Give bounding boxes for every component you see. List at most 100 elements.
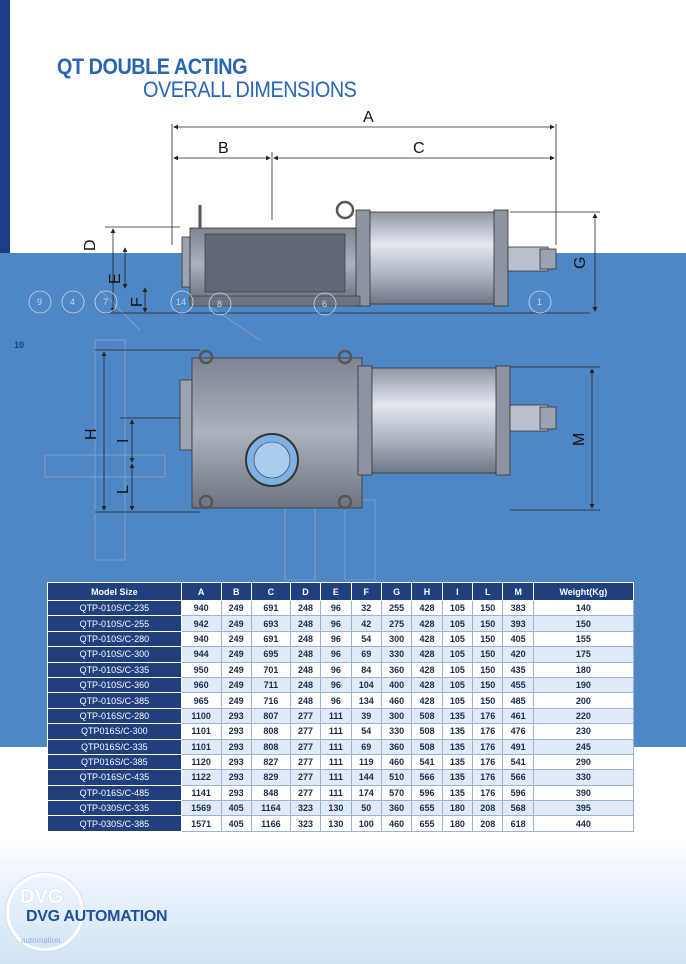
balloon-label: 9 xyxy=(37,297,42,307)
dimension-cell: 428 xyxy=(411,630,443,648)
dimension-cell: 54 xyxy=(350,723,382,740)
dimension-cell: 293 xyxy=(220,769,252,786)
dimension-cell: 150 xyxy=(472,676,504,694)
dimension-cell: 248 xyxy=(289,630,322,648)
dimension-cell: 104 xyxy=(350,676,382,694)
balloon-label: 6 xyxy=(322,299,327,309)
top-view-actuator xyxy=(179,349,557,510)
column-header: M xyxy=(502,582,534,601)
dimension-cell: 944 xyxy=(180,646,222,663)
dimension-cell: 691 xyxy=(250,630,291,648)
dimension-cell: 701 xyxy=(250,661,291,678)
dimension-cell: 176 xyxy=(472,769,504,786)
dim-label-d: D xyxy=(82,239,99,251)
dimension-cell: 1101 xyxy=(180,738,222,755)
dimension-cell: 249 xyxy=(220,676,252,694)
dimension-cell: 180 xyxy=(532,661,635,678)
balloon-label: 1 xyxy=(537,297,542,307)
model-size-cell: QTP-016S/C-435 xyxy=(47,769,182,786)
dimension-cell: 428 xyxy=(411,676,443,694)
dimension-cell: 96 xyxy=(320,661,352,678)
dimension-cell: 135 xyxy=(441,723,474,740)
column-header: I xyxy=(441,582,474,601)
dimension-cell: 807 xyxy=(250,707,291,725)
dimension-cell: 249 xyxy=(220,599,252,617)
dimension-cell: 277 xyxy=(289,753,322,771)
column-header: Model Size xyxy=(47,582,182,601)
dimension-cell: 461 xyxy=(502,707,534,725)
dimension-cell: 135 xyxy=(441,753,474,771)
dimension-cell: 510 xyxy=(380,769,413,786)
dimension-cell: 541 xyxy=(502,753,534,771)
dimension-cell: 96 xyxy=(320,615,352,632)
dimension-cell: 476 xyxy=(502,723,534,740)
column-header: L xyxy=(472,582,504,601)
column-header: F xyxy=(350,582,382,601)
model-size-cell: QTP-010S/C-360 xyxy=(47,676,182,694)
dimension-cell: 249 xyxy=(220,630,252,648)
dim-label-f: F xyxy=(129,297,146,307)
dimension-cell: 96 xyxy=(320,630,352,648)
dimension-cell: 245 xyxy=(532,738,635,755)
model-size-cell: QTP-010S/C-385 xyxy=(47,692,182,709)
dimension-lines-top xyxy=(105,124,600,314)
dimension-cell: 248 xyxy=(289,676,322,694)
dimension-cell: 134 xyxy=(350,692,382,709)
dimension-cell: 695 xyxy=(250,646,291,663)
dimension-cell: 655 xyxy=(411,815,443,832)
dimension-cell: 248 xyxy=(289,646,322,663)
dimension-cell: 176 xyxy=(472,753,504,771)
model-size-cell: QTP016S/C-300 xyxy=(47,723,182,740)
dimension-cell: 330 xyxy=(380,646,413,663)
dimension-cell: 455 xyxy=(502,676,534,694)
dimension-cell: 395 xyxy=(532,800,635,817)
brand-name: DVG AUTOMATION xyxy=(26,908,168,925)
dimension-cell: 174 xyxy=(350,784,382,802)
dimension-cell: 54 xyxy=(350,630,382,648)
dimension-cell: 105 xyxy=(441,615,474,632)
dim-label-e: E xyxy=(107,273,124,284)
model-size-cell: QTP-010S/C-235 xyxy=(47,599,182,617)
model-size-cell: QTP-016S/C-485 xyxy=(47,784,182,802)
model-size-cell: QTP-030S/C-385 xyxy=(47,815,182,832)
dimension-cell: 277 xyxy=(289,738,322,755)
dimension-cell: 144 xyxy=(350,769,382,786)
logo-circle-icon xyxy=(6,873,84,951)
dimension-cell: 300 xyxy=(380,630,413,648)
model-size-cell: QTP016S/C-335 xyxy=(47,738,182,755)
dimension-cell: 440 xyxy=(532,815,635,832)
dimension-cell: 42 xyxy=(350,615,382,632)
dimension-cell: 69 xyxy=(350,646,382,663)
dimension-cell: 50 xyxy=(350,800,382,817)
dimension-cell: 420 xyxy=(502,646,534,663)
column-header: D xyxy=(289,582,322,601)
dimension-cell: 248 xyxy=(289,661,322,678)
logo-subtext: automation xyxy=(21,936,61,945)
footer-background xyxy=(0,835,686,964)
dimension-cell: 390 xyxy=(532,784,635,802)
dimension-cell: 100 xyxy=(350,815,382,832)
dimension-cell: 827 xyxy=(250,753,291,771)
dimension-cell: 960 xyxy=(180,676,222,694)
dimension-cell: 716 xyxy=(250,692,291,709)
dimension-cell: 508 xyxy=(411,707,443,725)
dimension-cell: 111 xyxy=(320,753,352,771)
dimension-cell: 508 xyxy=(411,723,443,740)
left-accent-strip xyxy=(0,0,10,336)
dimension-cell: 111 xyxy=(320,784,352,802)
dimension-cell: 105 xyxy=(441,692,474,709)
dimension-cell: 428 xyxy=(411,599,443,617)
dimension-cell: 84 xyxy=(350,661,382,678)
dimension-cell: 155 xyxy=(532,630,635,648)
